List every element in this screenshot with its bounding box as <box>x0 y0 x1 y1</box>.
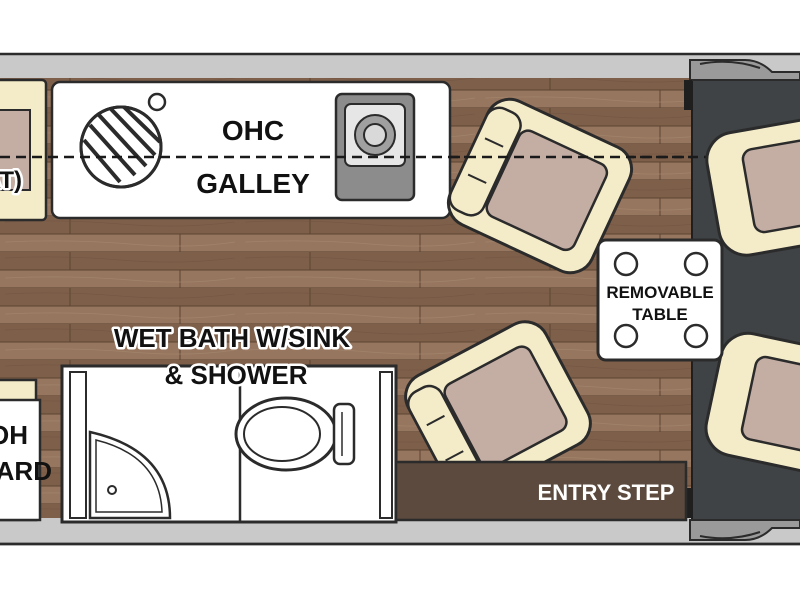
toilet-icon <box>234 396 356 472</box>
sink-icon <box>147 92 167 112</box>
table-label-line2: TABLE <box>632 305 687 324</box>
wardrobe: OH ARD <box>0 378 52 522</box>
microwave-icon <box>334 92 416 202</box>
entry-step: ENTRY STEP <box>394 460 688 522</box>
table-label-line1: REMOVABLE <box>606 283 713 302</box>
wardrobe-label-line1: OH <box>0 420 28 450</box>
captain-chair-icon <box>446 97 634 275</box>
removable-table: REMOVABLE TABLE <box>596 238 724 362</box>
seat-cabinet: AT) <box>0 78 48 222</box>
seat-label: AT) <box>0 167 22 194</box>
shower-icon <box>88 430 172 520</box>
cab-seat-icon <box>705 113 800 257</box>
wardrobe-label-line2: ARD <box>0 456 52 486</box>
galley-label-line1: OHC <box>222 115 284 146</box>
bath-label-line1: WET BATH W/SINK <box>114 323 351 353</box>
entry-step-label: ENTRY STEP <box>538 480 675 505</box>
bath-label-line2: & SHOWER <box>165 360 308 390</box>
wet-bath: WET BATH W/SINK & SHOWER <box>60 321 398 524</box>
galley-label-line2: GALLEY <box>196 168 310 199</box>
cab-door-top <box>689 59 800 81</box>
partition-post-top <box>684 80 692 110</box>
cab-seat-icon <box>704 331 800 479</box>
galley-counter: OHC GALLEY <box>50 80 452 220</box>
partition-post-bottom <box>684 488 692 518</box>
cab-door-bottom <box>689 519 800 541</box>
burner-icon <box>79 105 163 189</box>
